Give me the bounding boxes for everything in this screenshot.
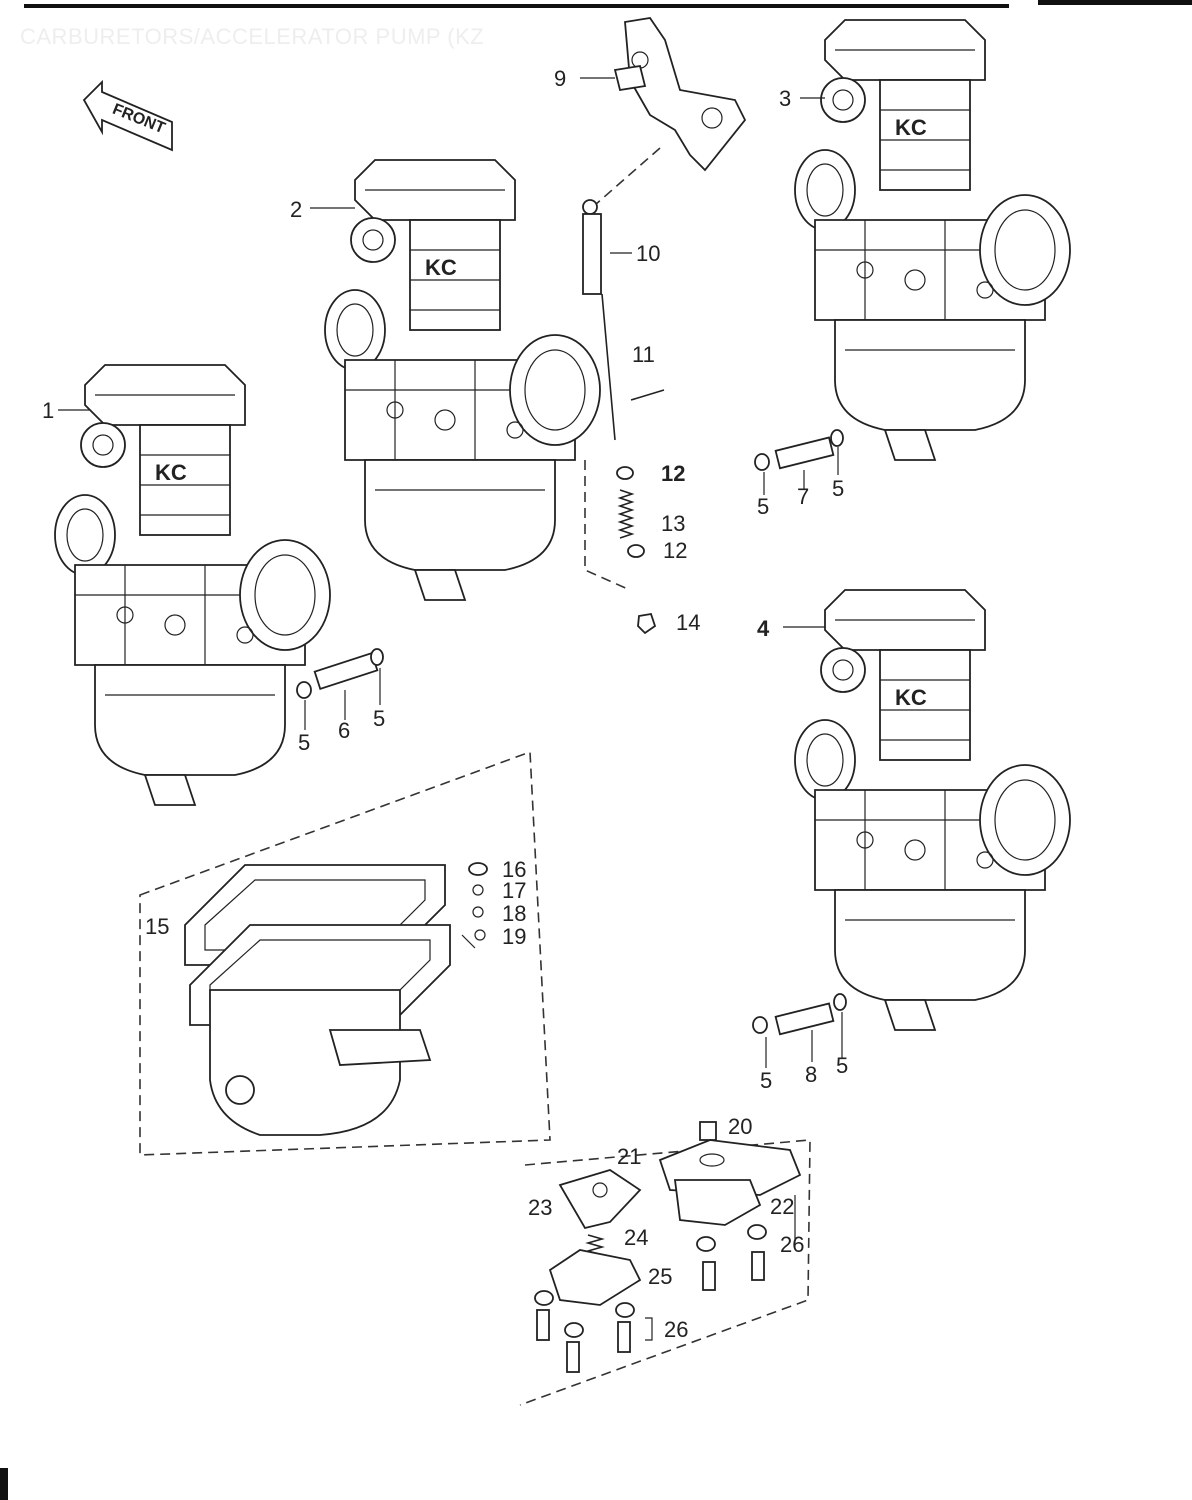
leader-9-10 — [594, 147, 661, 206]
front-arrow-icon: FRONT — [82, 79, 173, 152]
callout-17: 17 — [502, 878, 526, 903]
callout-23: 23 — [528, 1195, 552, 1220]
nut-14 — [637, 612, 657, 635]
callout-18: 18 — [502, 901, 526, 926]
callout-14: 14 — [676, 610, 700, 635]
linkage-bracket-9 — [613, 17, 747, 172]
carburetor-3 — [794, 19, 1071, 461]
callout-12a: 12 — [661, 461, 685, 486]
callout-12b: 12 — [663, 538, 687, 563]
washer-12-b — [627, 544, 645, 558]
callout-15: 15 — [145, 914, 169, 939]
callout-19: 19 — [502, 924, 526, 949]
callout-24: 24 — [624, 1225, 648, 1250]
washer-12-a — [616, 466, 634, 480]
carburetor-4 — [794, 589, 1071, 1031]
carburetor-1 — [54, 364, 331, 806]
callout-8: 8 — [805, 1062, 817, 1087]
callout-25: 25 — [648, 1264, 672, 1289]
callout-2: 2 — [290, 197, 302, 222]
callout-7: 7 — [797, 484, 809, 509]
page-title: CARBURETORS/ACCELERATOR PUMP (KZ — [20, 24, 485, 49]
callout-5f: 5 — [836, 1053, 848, 1078]
callout-6: 6 — [338, 718, 350, 743]
hose-7 — [754, 429, 844, 471]
callout-10: 10 — [636, 241, 660, 266]
callout-20: 20 — [728, 1114, 752, 1139]
callout-13: 13 — [661, 511, 685, 536]
accelerator-pump-assembly — [519, 1121, 811, 1406]
callout-5e: 5 — [760, 1068, 772, 1093]
callout-5a: 5 — [298, 730, 310, 755]
spring-13 — [617, 489, 635, 539]
callout-1: 1 — [42, 398, 54, 423]
callout-5b: 5 — [373, 706, 385, 731]
carburetor-2 — [324, 159, 601, 601]
float-bowl-assembly — [139, 750, 551, 1156]
callout-3: 3 — [779, 86, 791, 111]
top-rule — [24, 4, 1009, 8]
leader-rod — [584, 460, 631, 591]
top-rule-right — [1038, 0, 1192, 5]
corner-mark — [0, 1468, 8, 1500]
callout-26b: 26 — [664, 1317, 688, 1342]
callout-5c: 5 — [757, 494, 769, 519]
callout-22: 22 — [770, 1194, 794, 1219]
hose-6 — [296, 648, 384, 699]
callout-26a: 26 — [780, 1232, 804, 1257]
hose-8 — [752, 993, 847, 1036]
callout-9: 9 — [554, 66, 566, 91]
pin-11 — [630, 389, 665, 401]
callout-16: 16 — [502, 857, 526, 882]
callout-5d: 5 — [832, 476, 844, 501]
callout-21: 21 — [617, 1144, 641, 1169]
rod-10 — [582, 199, 616, 441]
callout-11: 11 — [632, 342, 655, 367]
callout-4: 4 — [757, 616, 770, 641]
